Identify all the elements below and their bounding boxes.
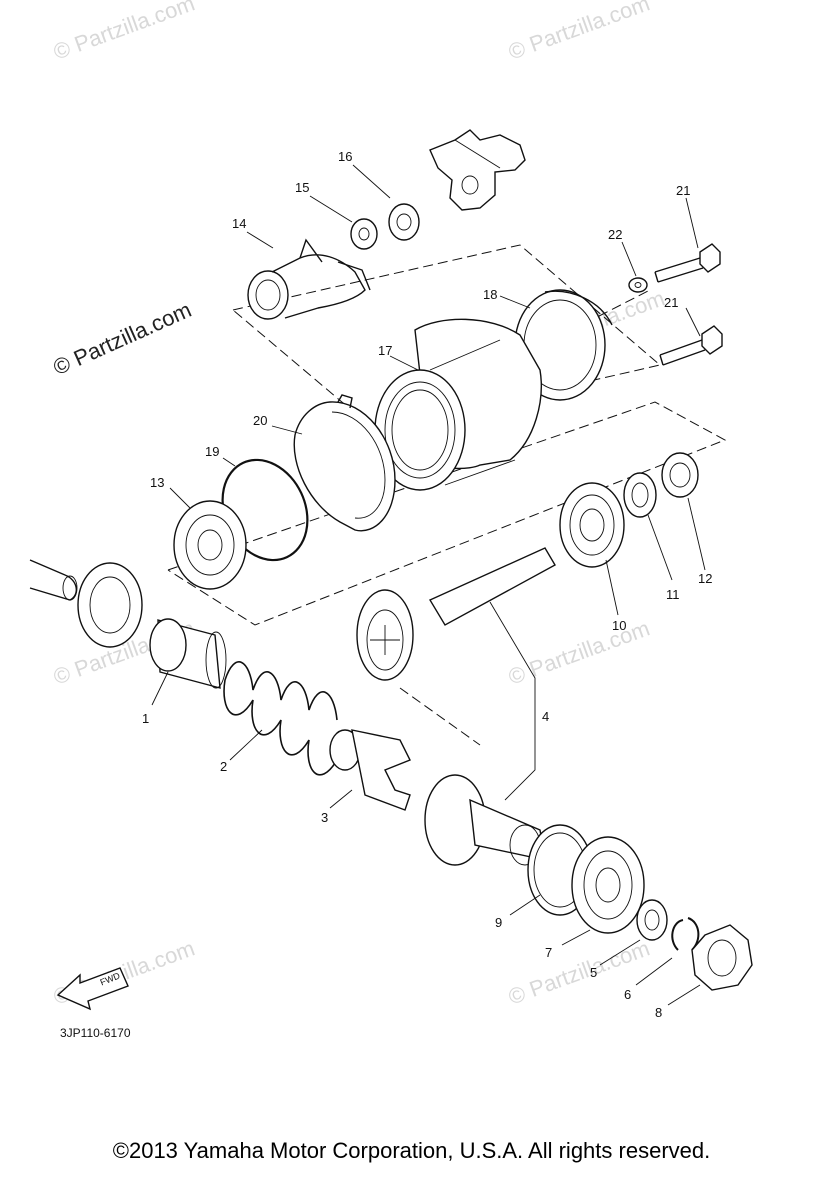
part-label-12: 12	[698, 571, 713, 586]
assembly-box-upper	[232, 244, 662, 431]
gear-dash-line	[399, 687, 481, 746]
part-label-9: 9	[495, 915, 503, 930]
washer-part-5	[636, 899, 668, 941]
part-label-22: 22	[608, 227, 623, 242]
part-label-7: 7	[545, 945, 553, 960]
washer-part-22	[628, 277, 648, 293]
part-label-10: 10	[612, 618, 627, 633]
collar-part-12	[661, 452, 699, 498]
part-label-11: 11	[666, 587, 680, 602]
part-label-21-upper: 21	[676, 183, 691, 198]
part-label-20: 20	[253, 413, 268, 428]
part-label-3: 3	[321, 810, 329, 825]
copyright-notice: ©2013 Yamaha Motor Corporation, U.S.A. A…	[112, 1138, 711, 1163]
drive-gear	[424, 774, 546, 866]
lock-washer-part-6	[671, 917, 700, 951]
assembly-box-middle	[167, 401, 727, 626]
fwd-arrow	[56, 967, 129, 1011]
part-label-2: 2	[220, 759, 228, 774]
diagram-code: 3JP110-6170	[60, 1026, 131, 1040]
shim-part-20	[293, 394, 396, 532]
yoke-part-14	[247, 238, 371, 320]
part-label-5: 5	[590, 965, 598, 980]
part-label-17: 17	[378, 343, 393, 358]
part-label-19: 19	[205, 444, 220, 459]
nut-part-8	[691, 924, 753, 991]
part-label-13: 13	[150, 475, 165, 490]
part-label-4: 4	[542, 709, 550, 724]
cam-part-3	[329, 729, 411, 811]
part-label-21-lower: 21	[664, 295, 679, 310]
part-label-1: 1	[142, 711, 150, 726]
washer-part-15	[350, 218, 378, 250]
spring-part-2	[223, 661, 338, 776]
part-label-16: 16	[338, 149, 353, 164]
shaft-left	[29, 559, 78, 601]
bearing-part-7	[571, 836, 645, 934]
bearing-part-13	[173, 500, 247, 590]
universal-joint	[429, 129, 526, 211]
part-label-18: 18	[483, 287, 498, 302]
part-label-14: 14	[232, 216, 247, 231]
part-label-15: 15	[295, 180, 310, 195]
bearing-left	[77, 562, 143, 648]
bearing-part-10	[559, 482, 625, 568]
bolt-part-21-upper	[654, 243, 721, 283]
bolt-part-21-lower	[659, 325, 723, 366]
nut-part-16	[388, 203, 420, 241]
sleeve-part-1	[149, 618, 227, 689]
part-label-8: 8	[655, 1005, 663, 1020]
housing-part-17	[374, 318, 542, 491]
shim-part-11	[623, 472, 657, 518]
part-label-6: 6	[624, 987, 632, 1002]
leader-lines	[151, 164, 706, 1006]
pinion-shaft-part-4	[356, 547, 556, 681]
